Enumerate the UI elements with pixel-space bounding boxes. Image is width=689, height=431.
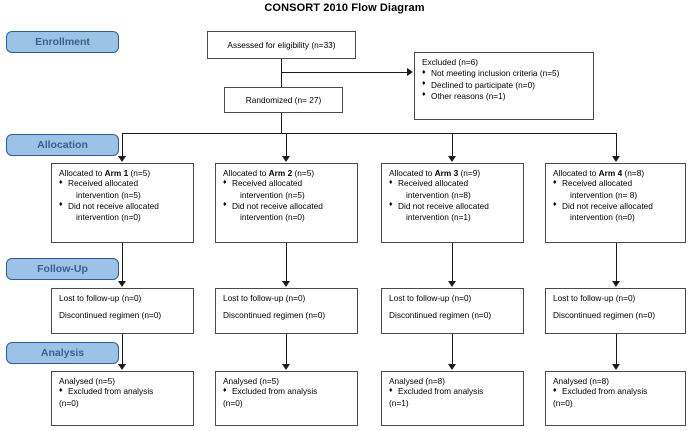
box-allocation-arm-2: Allocated to Arm 2 (n=5) Received alloca…	[215, 163, 358, 243]
box-analysis-arm-3: Analysed (n=8) Excluded from analysis (n…	[381, 371, 524, 426]
stage-label-allocation: Allocation	[6, 134, 119, 156]
discontinued-arm-1: Discontinued regimen (n=0)	[59, 310, 162, 321]
allocation-header-arm-2: Allocated to Arm 2 (n=5)	[223, 168, 315, 178]
box-followup-arm-2: Lost to follow-up (n=0) Discontinued reg…	[215, 288, 358, 334]
list-item: Excluded from analysis	[553, 387, 679, 396]
connector-alloc-to-followup-arm-1	[122, 243, 123, 281]
box-analysis-arm-1: Analysed (n=5) Excluded from analysis (n…	[51, 371, 194, 426]
allocation-header-arm-4: Allocated to Arm 4 (n=8)	[553, 168, 645, 178]
allocation-header-arm-3: Allocated to Arm 3 (n=9)	[389, 168, 481, 178]
arrowhead-right-icon	[407, 68, 413, 76]
connector-drop-arm-2	[286, 133, 287, 157]
connector-drop-arm-3	[452, 133, 453, 157]
analysis-detail-list-arm-1: Excluded from analysis (n=0)	[59, 387, 187, 407]
arrowhead-down-icon	[282, 281, 290, 287]
arrowhead-down-icon	[448, 281, 456, 287]
box-allocation-arm-1: Allocated to Arm 1 (n=5) Received alloca…	[51, 163, 194, 243]
excluded-reason-list: Not meeting inclusion criteria (n=5) Dec…	[422, 69, 587, 100]
box-randomized: Randomized (n= 27)	[224, 87, 343, 113]
box-followup-arm-1: Lost to follow-up (n=0) Discontinued reg…	[51, 288, 194, 334]
box-analysis-arm-4: Analysed (n=8) Excluded from analysis (n…	[545, 371, 686, 426]
lost-to-followup-arm-1: Lost to follow-up (n=0)	[59, 293, 142, 303]
arrowhead-down-icon	[282, 156, 290, 162]
box-assessed-for-eligibility: Assessed for eligibility (n=33)	[207, 31, 356, 59]
page-title: CONSORT 2010 Flow Diagram	[264, 2, 425, 14]
connector-assessed-to-excluded	[281, 72, 407, 73]
list-item: (n=0)	[59, 397, 79, 408]
arrowhead-down-icon	[448, 364, 456, 370]
connector-distribution-bar	[122, 133, 616, 134]
connector-randomized-down	[281, 113, 282, 133]
arrowhead-down-icon	[118, 281, 126, 287]
analysed-arm-1: Analysed (n=5)	[59, 376, 116, 386]
allocation-header-arm-1: Allocated to Arm 1 (n=5)	[59, 168, 151, 178]
box-followup-arm-4: Lost to follow-up (n=0) Discontinued reg…	[545, 288, 686, 334]
lost-to-followup-arm-4: Lost to follow-up (n=0)	[553, 293, 636, 303]
connector-drop-arm-1	[122, 133, 123, 157]
analysed-arm-4: Analysed (n=8)	[553, 376, 610, 386]
list-item: Excluded from analysis	[223, 387, 351, 396]
connector-alloc-to-followup-arm-3	[452, 243, 453, 281]
analysis-detail-list-arm-4: Excluded from analysis (n=0)	[553, 387, 679, 407]
connector-followup-to-analysis-arm-3	[452, 334, 453, 364]
list-item: (n=0)	[223, 397, 243, 408]
discontinued-arm-2: Discontinued regimen (n=0)	[223, 310, 326, 321]
stage-label-enrollment: Enrollment	[6, 31, 119, 53]
list-item: Other reasons (n=1)	[422, 91, 587, 100]
box-analysis-arm-2: Analysed (n=5) Excluded from analysis (n…	[215, 371, 358, 426]
list-item: (n=0)	[553, 397, 573, 408]
list-item: Not meeting inclusion criteria (n=5)	[422, 69, 587, 78]
arrowhead-down-icon	[612, 364, 620, 370]
analysis-detail-list-arm-3: Excluded from analysis (n=1)	[389, 387, 517, 407]
discontinued-arm-3: Discontinued regimen (n=0)	[389, 310, 492, 321]
arrowhead-down-icon	[118, 364, 126, 370]
connector-drop-arm-4	[616, 133, 617, 157]
assessed-text: Assessed for eligibility (n=33)	[227, 39, 336, 50]
list-item: (n=1)	[389, 397, 409, 408]
list-item: Declined to participate (n=0)	[422, 80, 587, 89]
arrowhead-down-icon	[282, 364, 290, 370]
connector-followup-to-analysis-arm-2	[286, 334, 287, 364]
stage-label-analysis: Analysis	[6, 342, 119, 364]
connector-assessed-to-randomized	[281, 59, 282, 87]
box-allocation-arm-4: Allocated to Arm 4 (n=8) Received alloca…	[545, 163, 686, 243]
discontinued-arm-4: Discontinued regimen (n=0)	[553, 310, 656, 321]
connector-followup-to-analysis-arm-4	[616, 334, 617, 364]
box-excluded: Excluded (n=6) Not meeting inclusion cri…	[414, 52, 594, 120]
lost-to-followup-arm-2: Lost to follow-up (n=0)	[223, 293, 306, 303]
arrowhead-down-icon	[612, 156, 620, 162]
list-item: Excluded from analysis	[389, 387, 517, 396]
analysed-arm-3: Analysed (n=8)	[389, 376, 446, 386]
arrowhead-down-icon	[612, 281, 620, 287]
lost-to-followup-arm-3: Lost to follow-up (n=0)	[389, 293, 472, 303]
box-followup-arm-3: Lost to follow-up (n=0) Discontinued reg…	[381, 288, 524, 334]
connector-alloc-to-followup-arm-2	[286, 243, 287, 281]
arrowhead-down-icon	[118, 156, 126, 162]
connector-alloc-to-followup-arm-4	[616, 243, 617, 281]
arrowhead-down-icon	[448, 156, 456, 162]
analysis-detail-list-arm-2: Excluded from analysis (n=0)	[223, 387, 351, 407]
list-item: Excluded from analysis	[59, 387, 187, 396]
excluded-header: Excluded (n=6)	[422, 57, 479, 67]
box-allocation-arm-3: Allocated to Arm 3 (n=9) Received alloca…	[381, 163, 524, 243]
randomized-text: Randomized (n= 27)	[245, 94, 322, 105]
stage-label-followup: Follow-Up	[6, 258, 119, 280]
connector-followup-to-analysis-arm-1	[122, 334, 123, 364]
analysed-arm-2: Analysed (n=5)	[223, 376, 280, 386]
